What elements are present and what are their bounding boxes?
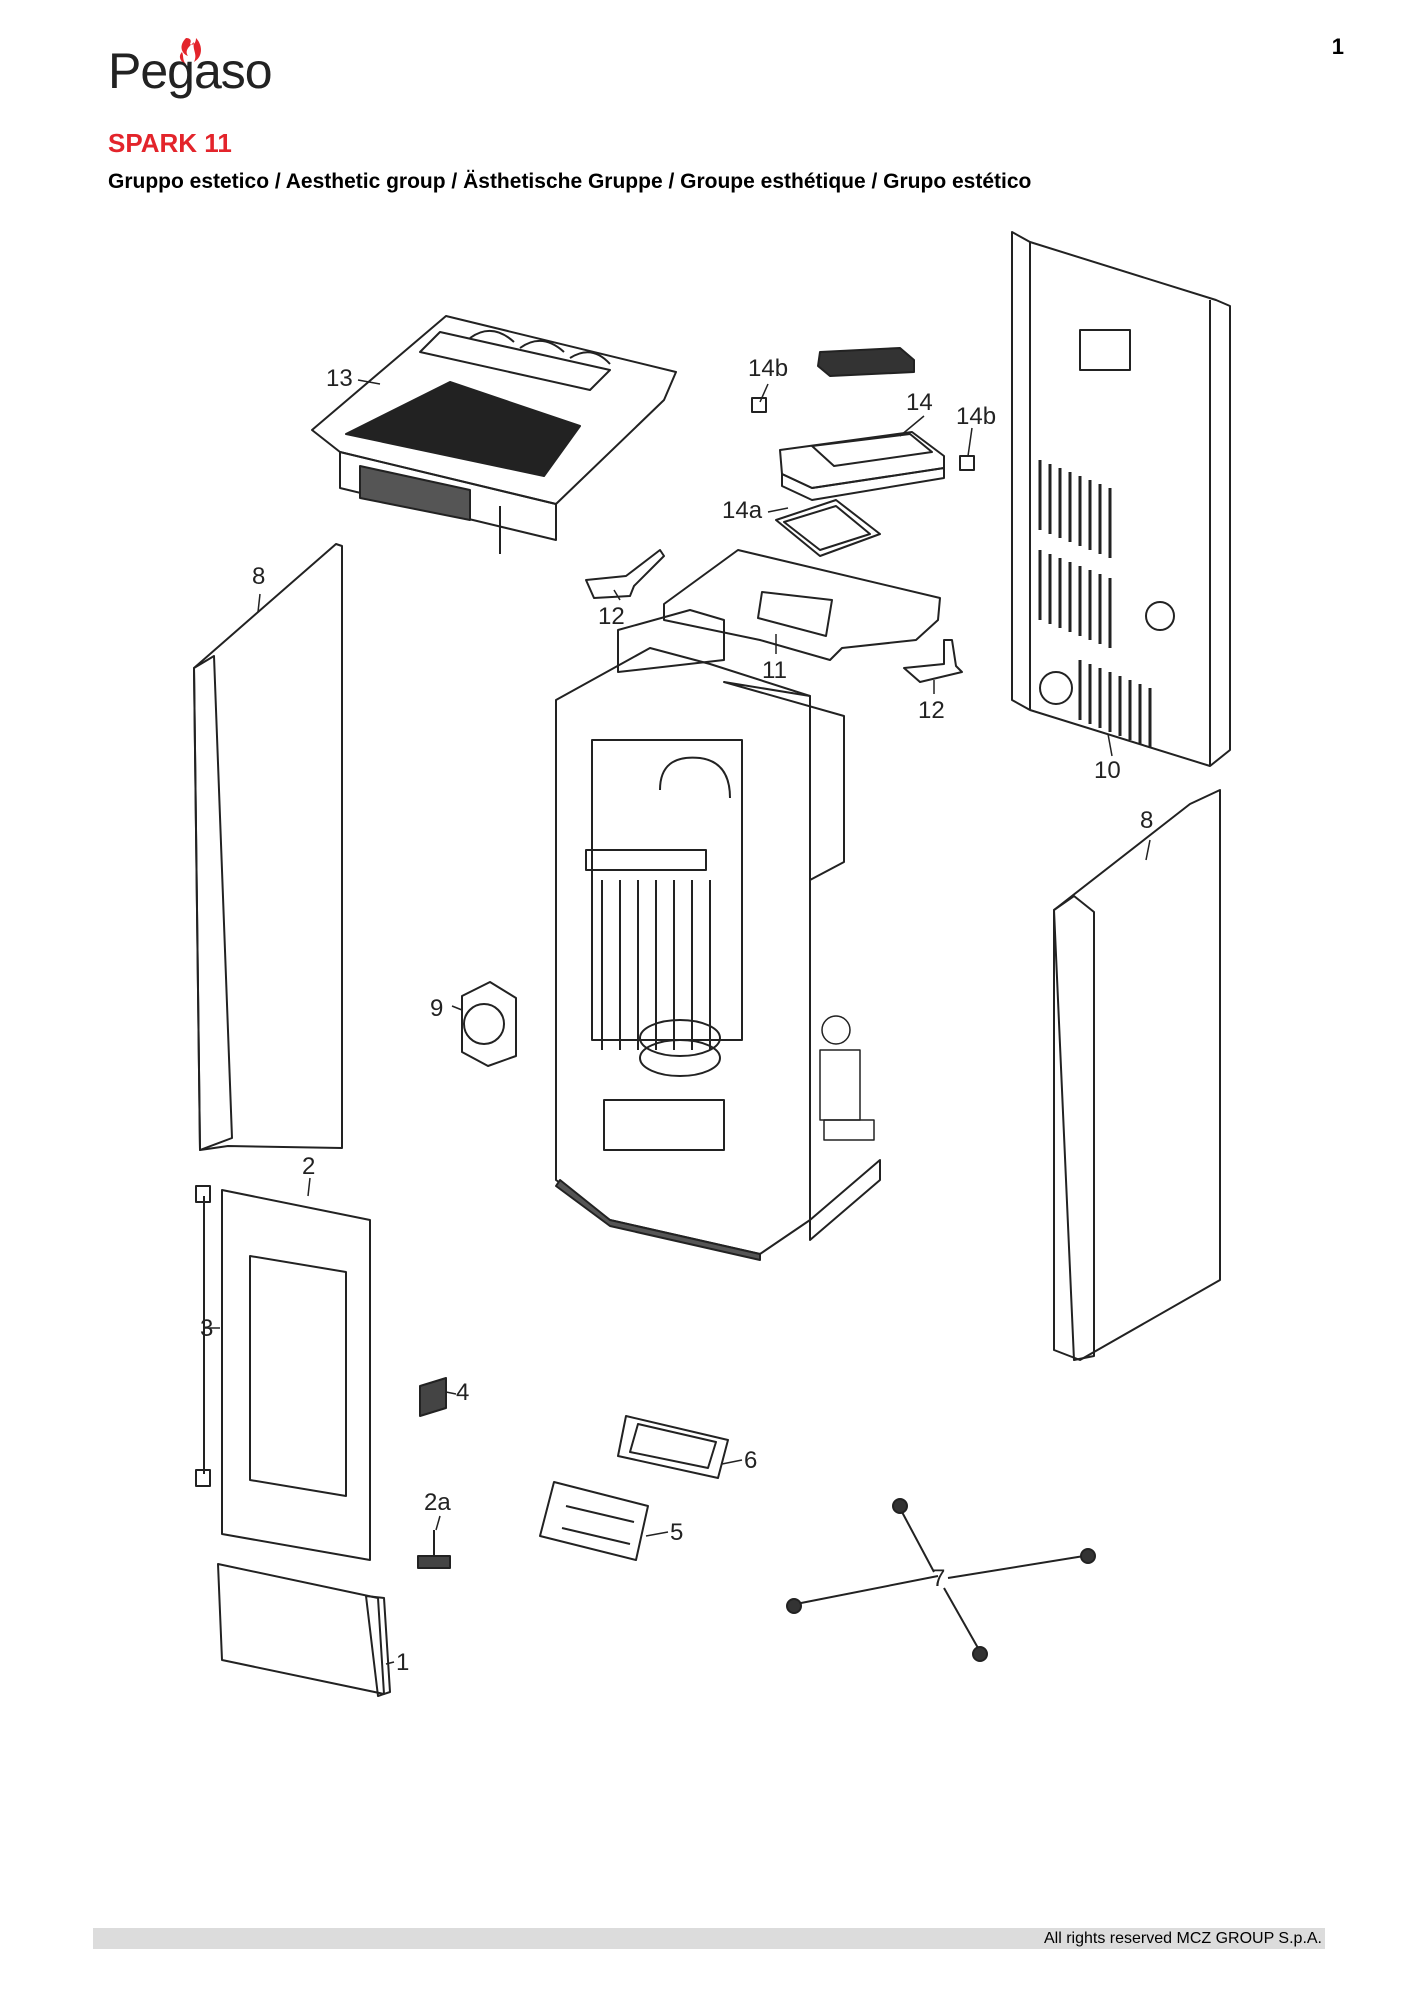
callout-3: 3: [200, 1315, 213, 1342]
callout-1: 1: [396, 1649, 409, 1676]
callout-12-right: 12: [918, 697, 945, 724]
part-8-right-side-panel: [1053, 789, 1221, 1361]
page-number: 1: [1331, 34, 1344, 59]
part-9-flue-connector: [461, 981, 517, 1067]
callout-2a: 2a: [424, 1489, 451, 1516]
part-7-feet: [786, 1498, 1096, 1662]
footer-bar: [93, 1928, 1325, 1949]
callout-14: 14: [906, 389, 933, 416]
part-2a-handle-pin: [417, 1530, 451, 1569]
part-3-hinge: [195, 1185, 211, 1487]
callout-13: 13: [326, 365, 353, 392]
part-6-gasket: [617, 1415, 729, 1479]
callout-2: 2: [302, 1153, 315, 1180]
callout-14b-left: 14b: [748, 355, 788, 382]
part-12-bracket-left: [585, 549, 665, 599]
part-13-top-cover: [311, 315, 677, 554]
logo-text: Pegaso: [108, 43, 273, 99]
callout-6: 6: [744, 1447, 757, 1474]
part-1-lower-panel: [217, 1563, 391, 1697]
part-4-latch: [419, 1377, 447, 1417]
stove-body: [555, 609, 881, 1261]
part-14a-gasket: [775, 499, 881, 557]
part-5-plate: [539, 1481, 649, 1561]
callout-12-left: 12: [598, 603, 625, 630]
callout-14a: 14a: [722, 497, 763, 524]
exploded-parts-diagram: 13 14b 14 14b 14a 12 11 12 10 8 8 9 2 3 …: [193, 231, 1231, 1697]
part-8-left-side-panel: [193, 543, 343, 1151]
callouts: 13 14b 14 14b 14a 12 11 12 10 8 8 9 2 3 …: [200, 355, 1153, 1676]
part-14-control-panel: [751, 347, 975, 501]
section-subtitle: Gruppo estetico / Aesthetic group / Ästh…: [108, 170, 1032, 193]
pegaso-logo: Pegaso: [108, 30, 308, 120]
footer-copyright: All rights reserved MCZ GROUP S.p.A.: [1044, 1930, 1322, 1947]
callout-8-left: 8: [252, 563, 265, 590]
callout-9: 9: [430, 995, 443, 1022]
part-2-door-frame: [221, 1189, 371, 1561]
callout-5: 5: [670, 1519, 683, 1546]
callout-8-right: 8: [1140, 807, 1153, 834]
callout-14b-right: 14b: [956, 403, 996, 430]
part-12-bracket-right: [903, 639, 963, 683]
part-11-top-plate: [663, 549, 941, 661]
leader-lines: [204, 379, 1151, 1665]
flame-icon: [179, 38, 201, 64]
callout-7: 7: [932, 1565, 945, 1592]
callout-11: 11: [762, 657, 787, 684]
part-10-back-panel: [1011, 231, 1231, 767]
model-title: SPARK 11: [108, 128, 232, 158]
callout-10: 10: [1094, 757, 1121, 784]
callout-4: 4: [456, 1379, 469, 1406]
